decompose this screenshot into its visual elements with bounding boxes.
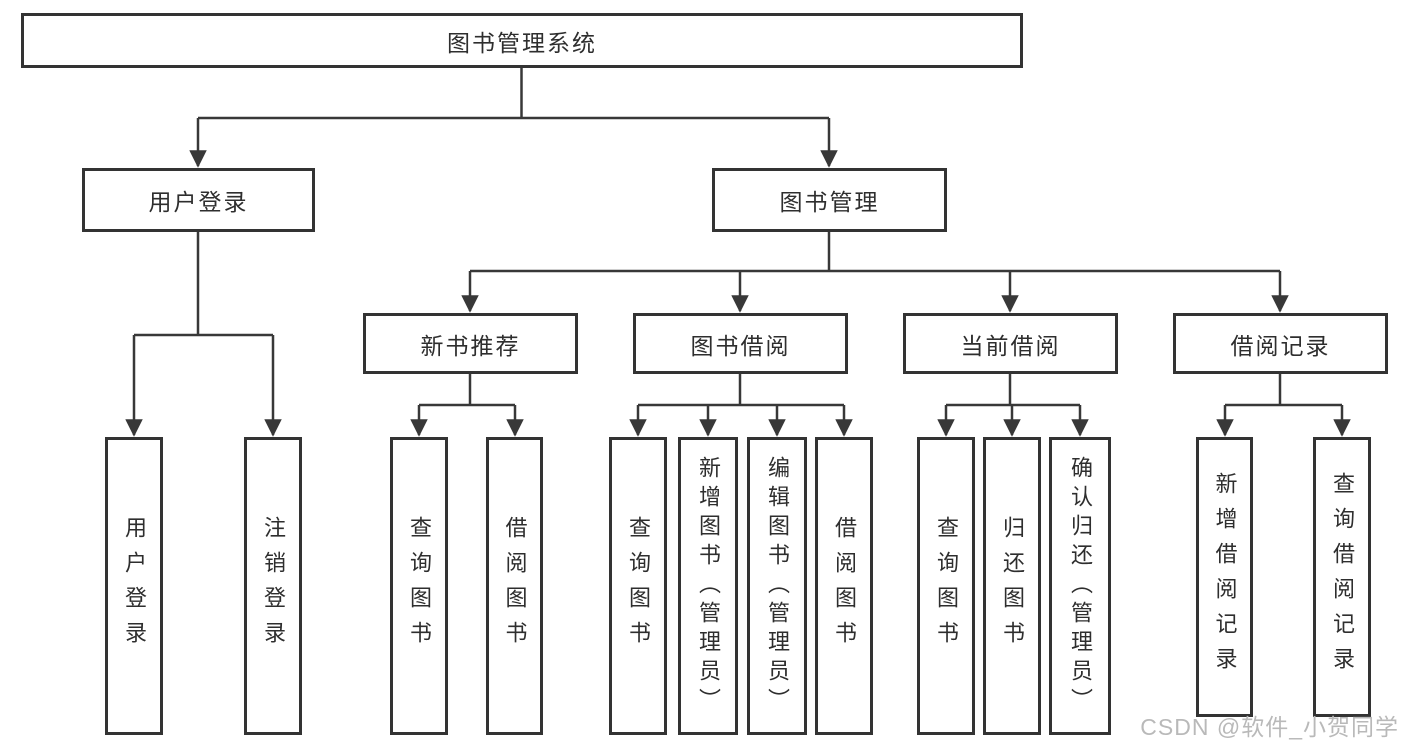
leaf-borrow-books-recommend: 借阅图书 bbox=[486, 437, 543, 735]
leaf-add-books-admin: 新增图书（管理员） bbox=[678, 437, 738, 735]
node-label: 新增图书（管理员） bbox=[696, 455, 721, 717]
node-label: 新增借阅记录 bbox=[1212, 472, 1238, 682]
node-label: 编辑图书（管理员） bbox=[765, 455, 790, 717]
node-new-book-recommend: 新书推荐 bbox=[363, 313, 578, 374]
leaf-add-borrow-record: 新增借阅记录 bbox=[1196, 437, 1253, 717]
node-label: 查询图书 bbox=[934, 516, 959, 656]
leaf-borrow-books: 借阅图书 bbox=[815, 437, 873, 735]
node-label: 当前借阅 bbox=[960, 332, 1061, 359]
node-label: 查询图书 bbox=[407, 516, 432, 656]
node-label: 查询图书 bbox=[626, 516, 651, 656]
leaf-user-login: 用户登录 bbox=[105, 437, 163, 735]
node-label: 确认归还（管理员） bbox=[1068, 455, 1093, 717]
node-label: 注销登录 bbox=[261, 516, 286, 656]
leaf-query-books-recommend: 查询图书 bbox=[390, 437, 448, 735]
node-label: 图书管理系统 bbox=[447, 29, 597, 56]
csdn-watermark: CSDN @软件_小贺同学 bbox=[1140, 714, 1399, 740]
node-root-system: 图书管理系统 bbox=[21, 13, 1023, 68]
leaf-query-borrow-record: 查询借阅记录 bbox=[1313, 437, 1371, 717]
node-label: 图书管理 bbox=[779, 189, 880, 215]
leaf-confirm-return-admin: 确认归还（管理员） bbox=[1049, 437, 1111, 735]
node-user-login: 用户登录 bbox=[82, 168, 315, 232]
leaf-query-books-current: 查询图书 bbox=[917, 437, 975, 735]
node-current-borrow: 当前借阅 bbox=[903, 313, 1118, 374]
leaf-query-books-borrow: 查询图书 bbox=[609, 437, 667, 735]
leaf-logout: 注销登录 bbox=[244, 437, 302, 735]
node-book-management: 图书管理 bbox=[712, 168, 947, 232]
node-label: 借阅图书 bbox=[502, 516, 528, 656]
node-borrow-records: 借阅记录 bbox=[1173, 313, 1388, 374]
node-label: 借阅记录 bbox=[1230, 332, 1331, 359]
node-label: 查询借阅记录 bbox=[1330, 472, 1355, 682]
leaf-return-books: 归还图书 bbox=[983, 437, 1041, 735]
node-label: 借阅图书 bbox=[832, 516, 857, 656]
node-label: 新书推荐 bbox=[420, 332, 521, 359]
node-label: 用户登录 bbox=[122, 516, 147, 656]
node-label: 归还图书 bbox=[1000, 516, 1025, 656]
node-label: 用户登录 bbox=[148, 189, 249, 215]
node-book-borrow: 图书借阅 bbox=[633, 313, 848, 374]
leaf-edit-books-admin: 编辑图书（管理员） bbox=[747, 437, 807, 735]
node-label: 图书借阅 bbox=[690, 332, 791, 359]
